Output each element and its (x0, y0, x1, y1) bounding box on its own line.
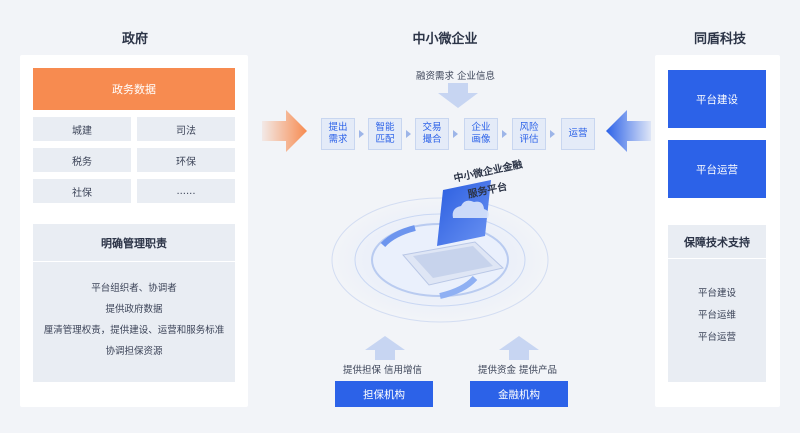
arrow-down-icon (438, 83, 478, 108)
orange-arrow-right-icon (262, 110, 307, 152)
support-item: 平台运营 (697, 332, 736, 343)
government-title: 政府 (121, 32, 148, 47)
sme-title: 中小微企业 (412, 32, 478, 47)
gov-data-box: 政务数据 (33, 68, 235, 110)
duty-item: 协调担保资源 (105, 346, 163, 357)
step-arrow-icon (502, 130, 507, 138)
guarantee-label: 提供担保 信用增信 (343, 365, 423, 376)
step-trade: 交易 撮合 (415, 118, 449, 150)
duty-item: 厘清管理权责，提供建设、运营和服务标准 (43, 325, 225, 336)
step-arrow-icon (453, 130, 458, 138)
duties-box: 明确管理职责 平台组织者、协调者 提供政府数据 厘清管理权责，提供建设、运营和服… (33, 224, 235, 382)
gov-cell-urban: 城建 (33, 117, 131, 141)
step-demand: 提出 需求 (321, 118, 355, 150)
step-arrow-icon (406, 130, 411, 138)
guarantee-institution-box: 担保机构 (335, 381, 433, 407)
finance-institution-box: 金融机构 (470, 381, 568, 407)
duty-item: 平台组织者、协调者 (91, 283, 177, 294)
gov-cell-more: ...... (137, 179, 235, 203)
step-risk: 风险 评估 (512, 118, 546, 150)
support-item: 平台建设 (697, 288, 736, 299)
arrow-up-icon (499, 336, 539, 360)
laptop-cloud-icon (331, 180, 549, 323)
step-operate: 运营 (561, 118, 595, 150)
gov-cell-env: 环保 (137, 148, 235, 172)
tongdun-title: 同盾科技 (693, 32, 746, 47)
step-arrow-icon (359, 130, 364, 138)
gov-cell-tax: 税务 (33, 148, 131, 172)
step-match: 智能 匹配 (368, 118, 402, 150)
gov-cell-social: 社保 (33, 179, 131, 203)
step-profile: 企业 画像 (464, 118, 498, 150)
arrow-up-icon (365, 336, 405, 360)
duties-title: 明确管理职责 (33, 224, 235, 262)
financing-demand-label: 融资需求 企业信息 (416, 71, 496, 82)
platform-build-box: 平台建设 (668, 70, 766, 128)
gov-cell-judicial: 司法 (137, 117, 235, 141)
capital-label: 提供资金 提供产品 (478, 365, 558, 376)
duty-item: 提供政府数据 (105, 304, 163, 315)
platform-operate-box: 平台运营 (668, 140, 766, 198)
step-arrow-icon (550, 130, 555, 138)
support-box: 保障技术支持 平台建设 平台运维 平台运营 (668, 225, 766, 382)
blue-arrow-left-icon (606, 110, 651, 152)
support-title: 保障技术支持 (668, 225, 766, 259)
support-item: 平台运维 (697, 310, 736, 321)
